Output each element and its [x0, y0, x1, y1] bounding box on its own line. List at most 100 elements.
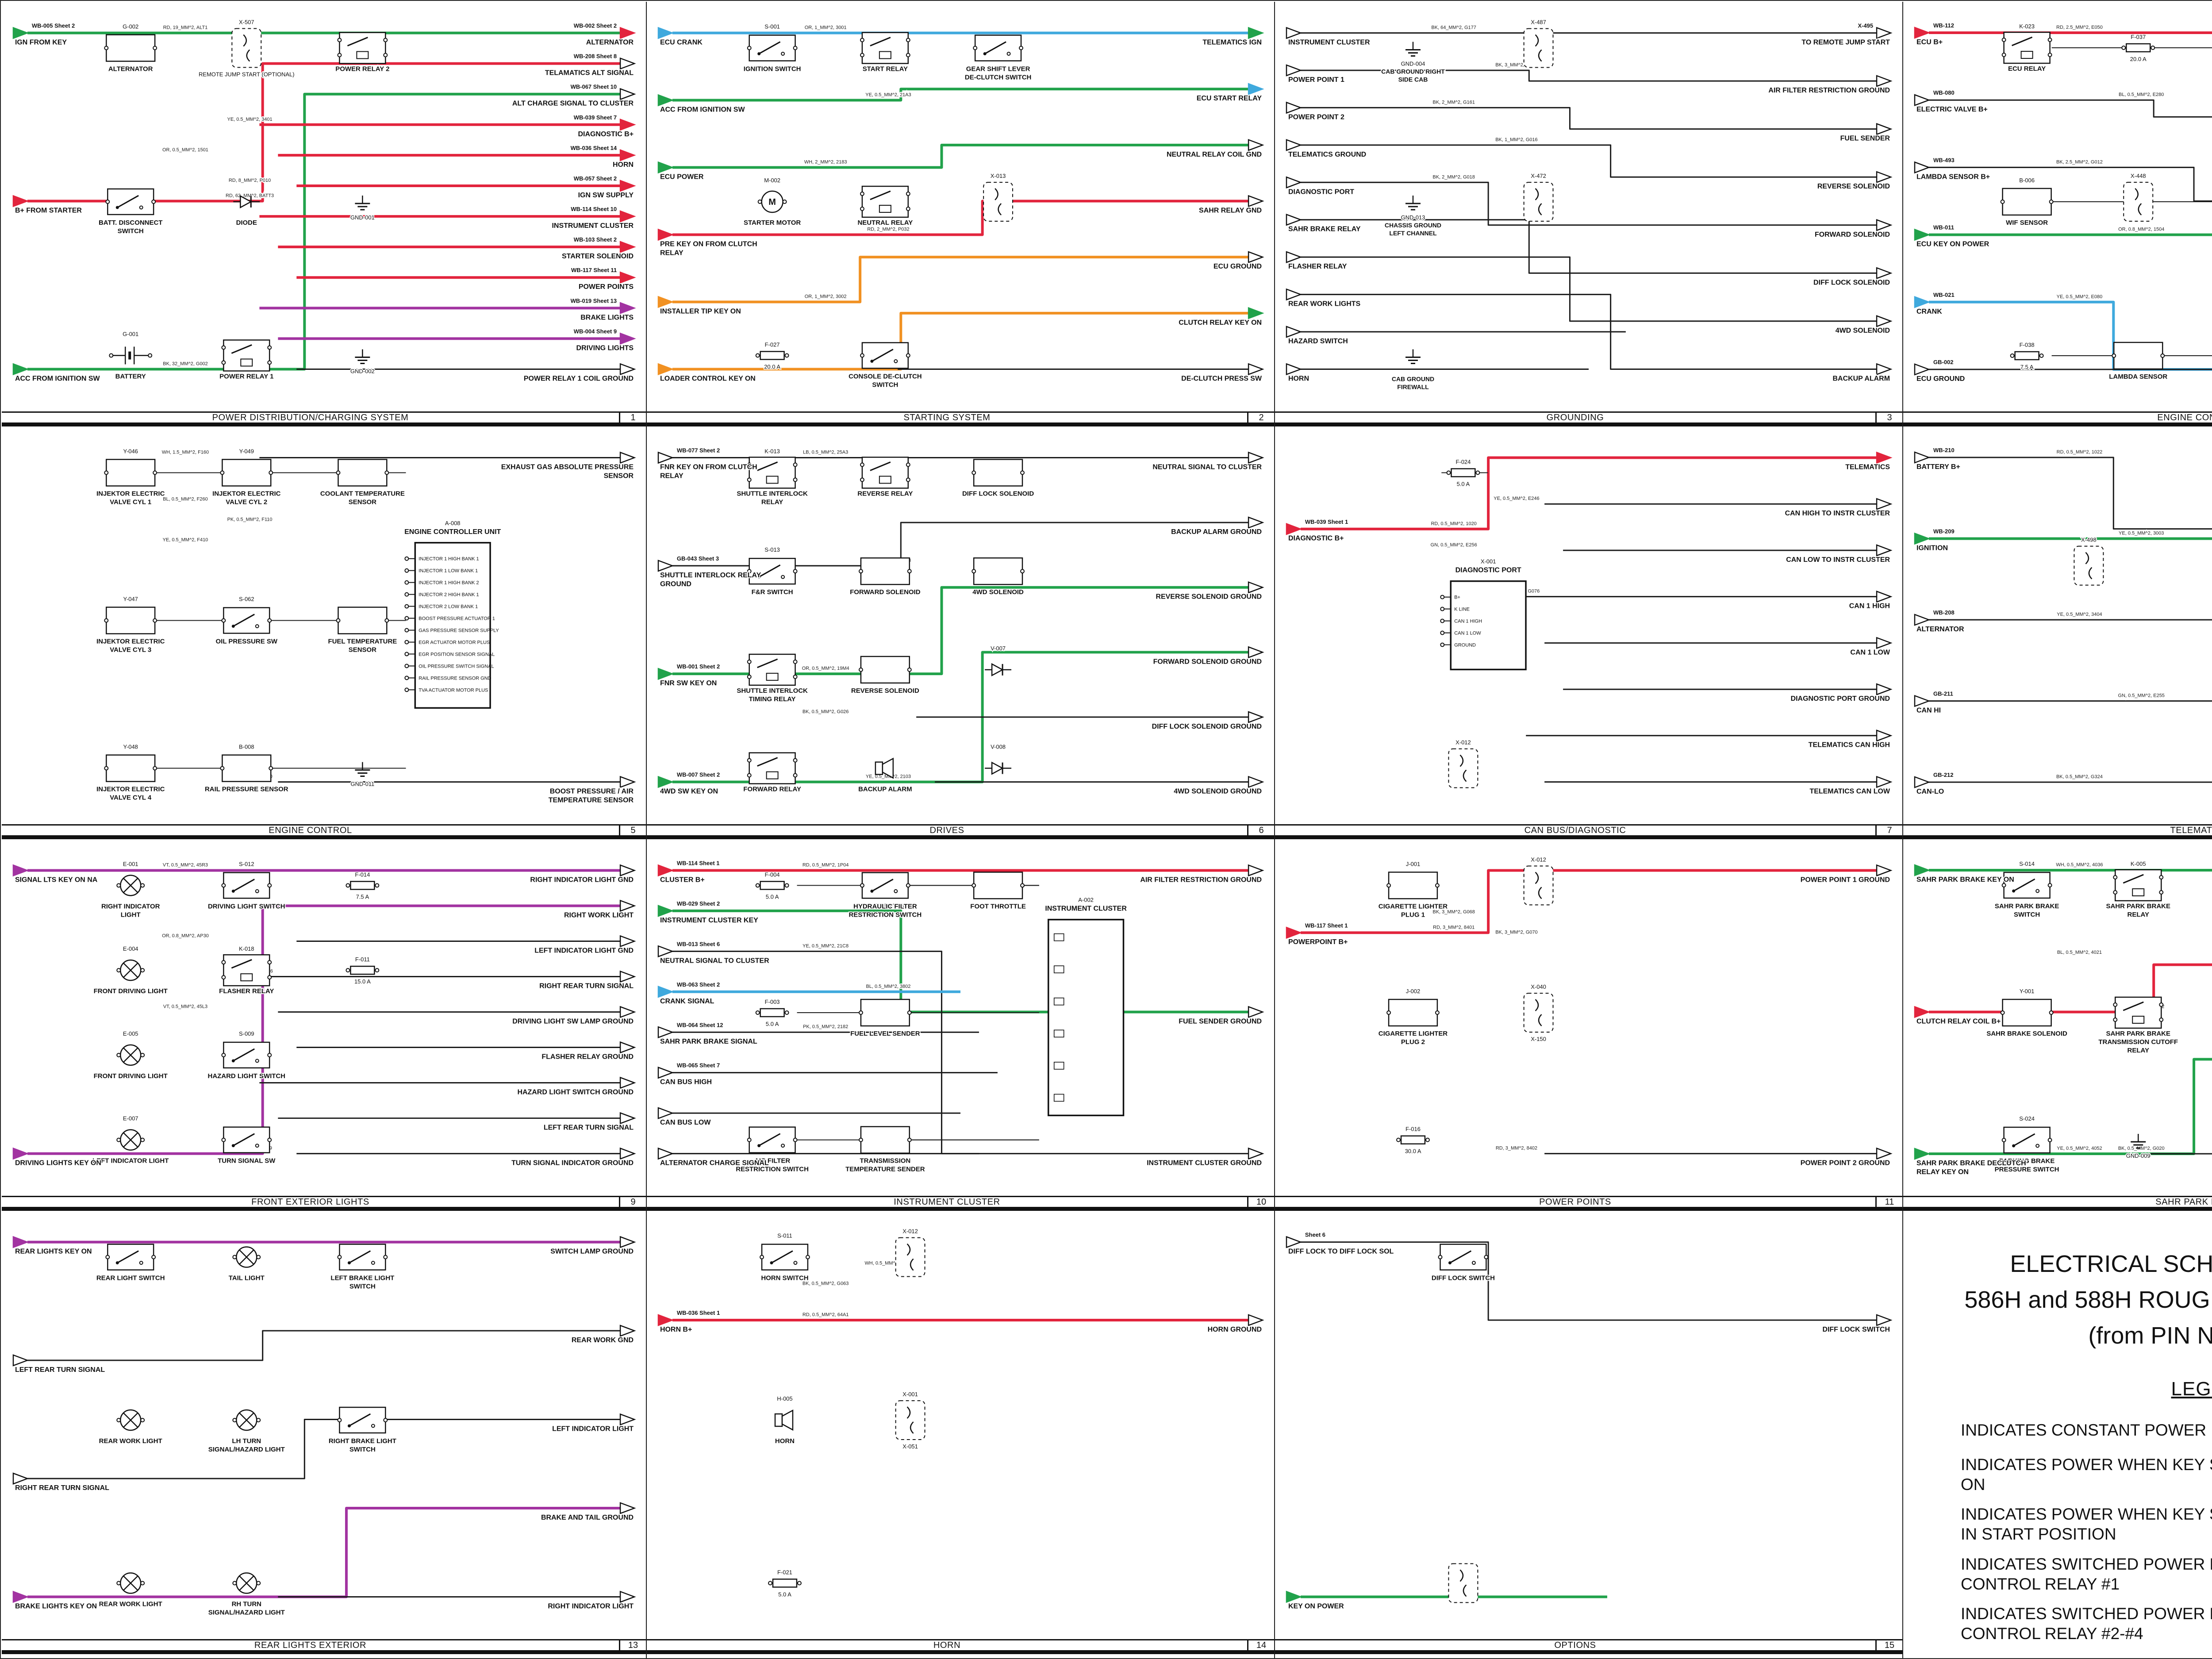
svg-text:INSTRUMENT CLUSTER: INSTRUMENT CLUSTER: [1045, 905, 1127, 913]
schematic-title-line2: 586H and 588H ROUGH TERRAIN FORKLIFT: [1964, 1286, 2212, 1313]
svg-text:BK, 0.5_MM^2, G026: BK, 0.5_MM^2, G026: [803, 709, 849, 714]
connector-x-487: X-487: [1523, 18, 1554, 68]
sheet-ref-arrow-icon: [619, 1041, 636, 1054]
legend-entry-label: INDICATES CONSTANT POWER: [1961, 1421, 2207, 1439]
panel-titlebar: TELEMATICS8: [1903, 824, 2212, 839]
svg-text:SIGNAL/HAZARD LIGHT: SIGNAL/HAZARD LIGHT: [208, 1609, 285, 1616]
sheet-ref-arrow-icon: [1876, 776, 1893, 788]
wires: [27, 1240, 622, 1598]
svg-text:BK, 3_MM^2, G070: BK, 3_MM^2, G070: [1495, 929, 1537, 935]
svg-text:POWER RELAY 1 COIL GROUND: POWER RELAY 1 COIL GROUND: [524, 375, 634, 382]
svg-text:HYDRAULIC FILTER: HYDRAULIC FILTER: [853, 902, 917, 910]
svg-text:SENSOR: SENSOR: [604, 472, 634, 480]
connector-x-012: X-012: [895, 1227, 926, 1277]
source-power-point-1: POWER POINT 1: [1286, 64, 1345, 84]
svg-text:BATTERY B+: BATTERY B+: [1916, 463, 1960, 471]
svg-text:CAN LOW TO INSTR CLUSTER: CAN LOW TO INSTR CLUSTER: [1786, 556, 1890, 564]
svg-text:ECU GROUND: ECU GROUND: [1916, 375, 1965, 383]
svg-text:BK, 32_MM^2, G002: BK, 32_MM^2, G002: [163, 361, 207, 367]
panel-number: 14: [1247, 1640, 1274, 1651]
svg-text:RD, 3_MM^2, 8402: RD, 3_MM^2, 8402: [1496, 1146, 1537, 1151]
svg-text:4WD SW KEY ON: 4WD SW KEY ON: [660, 787, 718, 795]
svg-text:BACKUP ALARM: BACKUP ALARM: [858, 785, 912, 793]
svg-text:LEFT INDICATOR LIGHT: LEFT INDICATOR LIGHT: [552, 1425, 634, 1432]
svg-text:20.0 A: 20.0 A: [2130, 56, 2147, 62]
dest-air-filter-restriction-ground: AIR FILTER RESTRICTION GROUND: [1767, 75, 1893, 95]
svg-text:F-014: F-014: [355, 871, 370, 878]
svg-text:CAN BUS HIGH: CAN BUS HIGH: [660, 1079, 712, 1086]
legend-entry-start-position-power: INDICATES POWER WHEN KEY SWITCH IS IN ST…: [1961, 1504, 2212, 1544]
svg-text:WB-117 Sheet 1: WB-117 Sheet 1: [1305, 922, 1348, 929]
svg-text:F&R SWITCH: F&R SWITCH: [752, 588, 793, 596]
svg-text:M-002: M-002: [764, 177, 780, 184]
svg-text:WB-001 Sheet 2: WB-001 Sheet 2: [677, 663, 720, 670]
svg-text:NEUTRAL RELAY: NEUTRAL RELAY: [857, 219, 913, 227]
svg-text:CAN 1 LOW: CAN 1 LOW: [1454, 630, 1481, 636]
ground-gnd-002: GND-002: [349, 349, 376, 375]
sheet-ref-arrow-icon: [1248, 251, 1264, 263]
legend-title: LEGEND: [2171, 1378, 2212, 1400]
sheet-ref-arrow-icon: [619, 119, 636, 131]
source-loader-control-key-on: LOADER CONTROL KEY ON: [657, 363, 757, 383]
sheet-ref-arrow-icon: [12, 864, 29, 877]
svg-text:GB-043 Sheet 3: GB-043 Sheet 3: [677, 555, 719, 562]
sheet-ref-arrow-icon: [1914, 94, 1931, 107]
switch-turn-signal-sw: TURN SIGNAL SW: [217, 1126, 276, 1166]
wire: [1929, 300, 2212, 371]
svg-text:X-013: X-013: [991, 173, 1006, 179]
source-key-on-power: KEY ON POWER: [1286, 1590, 1345, 1611]
source-signal-lts-key-on-na: SIGNAL LTS KEY ON NA: [12, 864, 99, 884]
dest-de-clutch-press-sw: DE-CLUTCH PRESS SW: [1180, 363, 1264, 383]
sheet-ref-arrow-icon: [619, 864, 636, 877]
svg-text:BACKUP ALARM GROUND: BACKUP ALARM GROUND: [1171, 528, 1262, 536]
wire: [1300, 107, 1878, 130]
svg-text:TELEMATICS CAN LOW: TELEMATICS CAN LOW: [1809, 787, 1890, 795]
diode-v-008: V-008: [985, 743, 1012, 775]
dest-horn-ground: HORN GROUND: [1207, 1314, 1264, 1334]
svg-text:ELECTRIC VALVE B+: ELECTRIC VALVE B+: [1916, 106, 1988, 113]
svg-text:OR, 0.8_MM^2, 1504: OR, 0.8_MM^2, 1504: [2118, 227, 2164, 232]
svg-text:GROUND: GROUND: [660, 580, 691, 588]
sheet-ref-arrow-icon: [1286, 288, 1302, 301]
sheet-ref-arrow-icon: [1876, 27, 1893, 39]
sheet-ref-arrow-icon: [619, 776, 636, 788]
sheet-ref-arrow-icon: [657, 945, 674, 958]
connector-x-498: X-498: [2074, 536, 2104, 586]
svg-text:RELAY: RELAY: [2128, 911, 2149, 918]
svg-text:HORN: HORN: [775, 1437, 795, 1445]
svg-text:FUEL SENDER GROUND: FUEL SENDER GROUND: [1179, 1018, 1262, 1025]
svg-text:WH, 0.5_MM^2, 4036: WH, 0.5_MM^2, 4036: [2056, 862, 2103, 868]
svg-text:RELAY: RELAY: [660, 472, 684, 480]
sheet-ref-arrow-icon: [1248, 195, 1264, 207]
wires: LB, 0.5_MM^2, 25A3YE, 0.5_MM^2, 5203OR, …: [672, 449, 1250, 783]
svg-text:LEFT INDICATOR LIGHT: LEFT INDICATOR LIGHT: [92, 1157, 169, 1165]
svg-text:LEFT CHANNEL: LEFT CHANNEL: [1389, 230, 1437, 237]
svg-text:H-005: H-005: [777, 1395, 792, 1402]
svg-text:POWER POINT 2: POWER POINT 2: [1288, 113, 1344, 121]
svg-text:X-487: X-487: [1531, 19, 1546, 26]
sheet-ref-arrow-icon: [657, 560, 674, 572]
sheet-ref-arrow-icon: [619, 1006, 636, 1018]
svg-text:LB, 0.5_MM^2, 25A3: LB, 0.5_MM^2, 25A3: [803, 450, 848, 455]
panel-5-schematic: WH, 1.5_MM^2, F160GY, 1.5_MM^2, F320BL, …: [96, 447, 636, 805]
sheet-ref-arrow-icon: [619, 57, 636, 70]
svg-text:CAN 1 LOW: CAN 1 LOW: [1850, 649, 1890, 656]
dest-rear-work-gnd: REAR WORK GND: [571, 1325, 636, 1345]
sheet-ref-arrow-icon: [657, 161, 674, 174]
diode-diode: DIODE: [233, 195, 260, 227]
sheet-ref-arrow-icon: [1286, 326, 1302, 338]
svg-text:BK, 0.5_MM^2, G020: BK, 0.5_MM^2, G020: [2118, 1146, 2165, 1151]
